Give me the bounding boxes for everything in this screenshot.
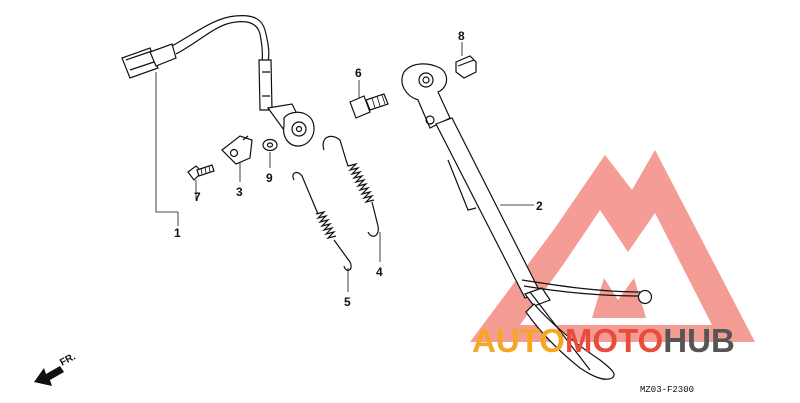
callout-8: 8 <box>458 29 465 43</box>
callout-5: 5 <box>344 295 351 309</box>
watermark-text: AUTOMOTOHUB <box>472 322 735 359</box>
watermark-text-hub: HUB <box>663 322 735 359</box>
callout-7: 7 <box>194 190 201 204</box>
callout-4: 4 <box>376 265 383 279</box>
watermark-text-moto: MOTO <box>565 322 663 359</box>
callout-1: 1 <box>174 226 181 240</box>
part-4-outer-spring <box>322 135 379 237</box>
part-1-side-stand-switch <box>121 15 315 147</box>
front-direction-indicator: FR. <box>34 351 78 386</box>
leader-lines <box>155 42 534 292</box>
drawing-code: MZ03-F2300 <box>640 385 694 395</box>
part-7-bolt <box>187 164 215 181</box>
callout-9: 9 <box>266 171 273 185</box>
part-8-nut <box>455 55 477 79</box>
direction-label: FR. <box>58 351 78 368</box>
part-6-pivot-bolt <box>349 93 389 119</box>
part-5-inner-spring <box>292 171 352 271</box>
part-9-washer <box>262 138 278 152</box>
callout-2: 2 <box>536 199 543 213</box>
part-3-switch-bracket <box>221 135 253 165</box>
watermark-inner-mark-icon <box>592 278 646 318</box>
callout-6: 6 <box>355 66 362 80</box>
callout-labels: 1 2 3 4 5 6 7 8 9 <box>174 29 543 309</box>
watermark-text-auto: AUTO <box>472 322 565 359</box>
front-arrow-icon <box>34 366 64 386</box>
callout-3: 3 <box>236 185 243 199</box>
part-2-side-stand <box>401 63 653 380</box>
